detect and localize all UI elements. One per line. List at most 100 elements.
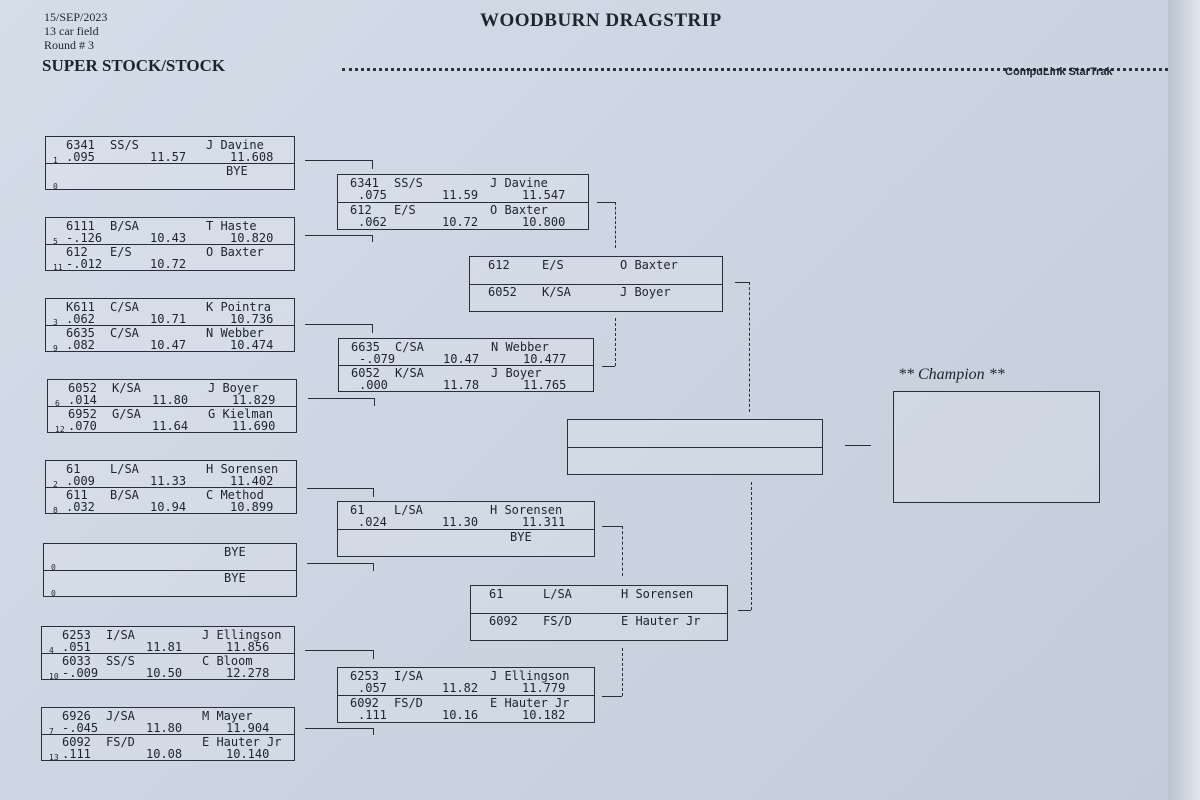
elapsed-time: 10.94 xyxy=(150,500,187,514)
car-class: E/S xyxy=(394,203,416,217)
car-class: K/SA xyxy=(542,285,571,299)
car-number: 6052 xyxy=(488,285,517,299)
elapsed-time: 10.16 xyxy=(442,708,479,722)
reaction-time: .000 xyxy=(359,378,388,392)
car-number: 612 xyxy=(350,203,372,217)
connector xyxy=(602,526,622,527)
seed-number: 8 xyxy=(53,506,58,515)
reaction-time: .095 xyxy=(66,150,95,164)
champion-box xyxy=(893,391,1100,503)
connector xyxy=(622,648,623,696)
car-number: 6052 xyxy=(351,366,380,380)
car-class: G/SA xyxy=(112,407,141,421)
dial-in: 11.690 xyxy=(232,419,276,433)
reaction-time: .082 xyxy=(66,338,95,352)
reaction-time: .062 xyxy=(66,312,95,326)
round-number: Round # 3 xyxy=(44,38,95,52)
driver-name: J Boyer xyxy=(491,366,542,380)
final-match xyxy=(567,419,823,475)
elapsed-time: 11.30 xyxy=(442,515,479,529)
car-class: SS/S xyxy=(110,138,139,152)
reaction-time: .111 xyxy=(62,747,91,761)
elapsed-time: 10.08 xyxy=(146,747,183,761)
car-number: 6092 xyxy=(489,614,518,628)
driver-name: O Baxter xyxy=(620,258,678,272)
car-number: 6253 xyxy=(350,669,379,683)
connector xyxy=(602,366,615,367)
dial-in: 11.608 xyxy=(230,150,274,164)
car-class: SS/S xyxy=(394,176,423,190)
elapsed-time: 11.57 xyxy=(150,150,187,164)
driver-name: J Davine xyxy=(206,138,264,152)
car-number: 612 xyxy=(488,258,510,272)
car-number: 6092 xyxy=(62,735,91,749)
driver-name: O Baxter xyxy=(490,203,548,217)
dial-in: 10.477 xyxy=(523,352,567,366)
car-class: C/SA xyxy=(110,326,139,340)
seed-number: 4 xyxy=(49,646,54,655)
driver-name: E Hauter Jr xyxy=(202,735,282,749)
elapsed-time: 11.80 xyxy=(152,393,189,407)
connector xyxy=(305,235,373,242)
bye-label: BYE xyxy=(510,530,532,544)
driver-name: J Ellingson xyxy=(202,628,282,642)
driver-name: G Kielman xyxy=(208,407,274,421)
reaction-time: .032 xyxy=(66,500,95,514)
seed-number: 0 xyxy=(51,563,56,572)
car-number: 6635 xyxy=(66,326,95,340)
driver-name: N Webber xyxy=(491,340,549,354)
car-number: 6341 xyxy=(350,176,379,190)
elapsed-time: 11.80 xyxy=(146,721,183,735)
elapsed-time: 11.82 xyxy=(442,681,479,695)
car-number: 6341 xyxy=(66,138,95,152)
car-class: C/SA xyxy=(110,300,139,314)
reaction-time: -.126 xyxy=(66,231,103,245)
reaction-time: .062 xyxy=(358,215,387,229)
car-number: 6635 xyxy=(351,340,380,354)
car-class: K/SA xyxy=(112,381,141,395)
car-number: 6926 xyxy=(62,709,91,723)
car-class: L/SA xyxy=(543,587,572,601)
seed-number: 3 xyxy=(53,318,58,327)
dial-in: 10.820 xyxy=(230,231,274,245)
driver-name: E Hauter Jr xyxy=(490,696,570,710)
seed-number: 0 xyxy=(53,182,58,191)
car-number: 6253 xyxy=(62,628,91,642)
dial-in: 10.474 xyxy=(230,338,274,352)
seed-number: 13 xyxy=(49,753,59,762)
car-number: 61 xyxy=(350,503,365,517)
driver-name: C Bloom xyxy=(202,654,253,668)
car-class: FS/D xyxy=(394,696,423,710)
champion-label: ** Champion ** xyxy=(898,366,1005,383)
connector xyxy=(307,563,374,571)
driver-name: J Boyer xyxy=(208,381,259,395)
dial-in: 10.140 xyxy=(226,747,270,761)
elapsed-time: 11.59 xyxy=(442,188,479,202)
car-number: 6033 xyxy=(62,654,91,668)
seed-number: 0 xyxy=(51,589,56,598)
driver-name: E Hauter Jr xyxy=(621,614,701,628)
title-dotted-rule xyxy=(342,68,1168,71)
driver-name: J Davine xyxy=(490,176,548,190)
seed-number: 1 xyxy=(53,156,58,165)
driver-name: O Baxter xyxy=(206,245,264,259)
